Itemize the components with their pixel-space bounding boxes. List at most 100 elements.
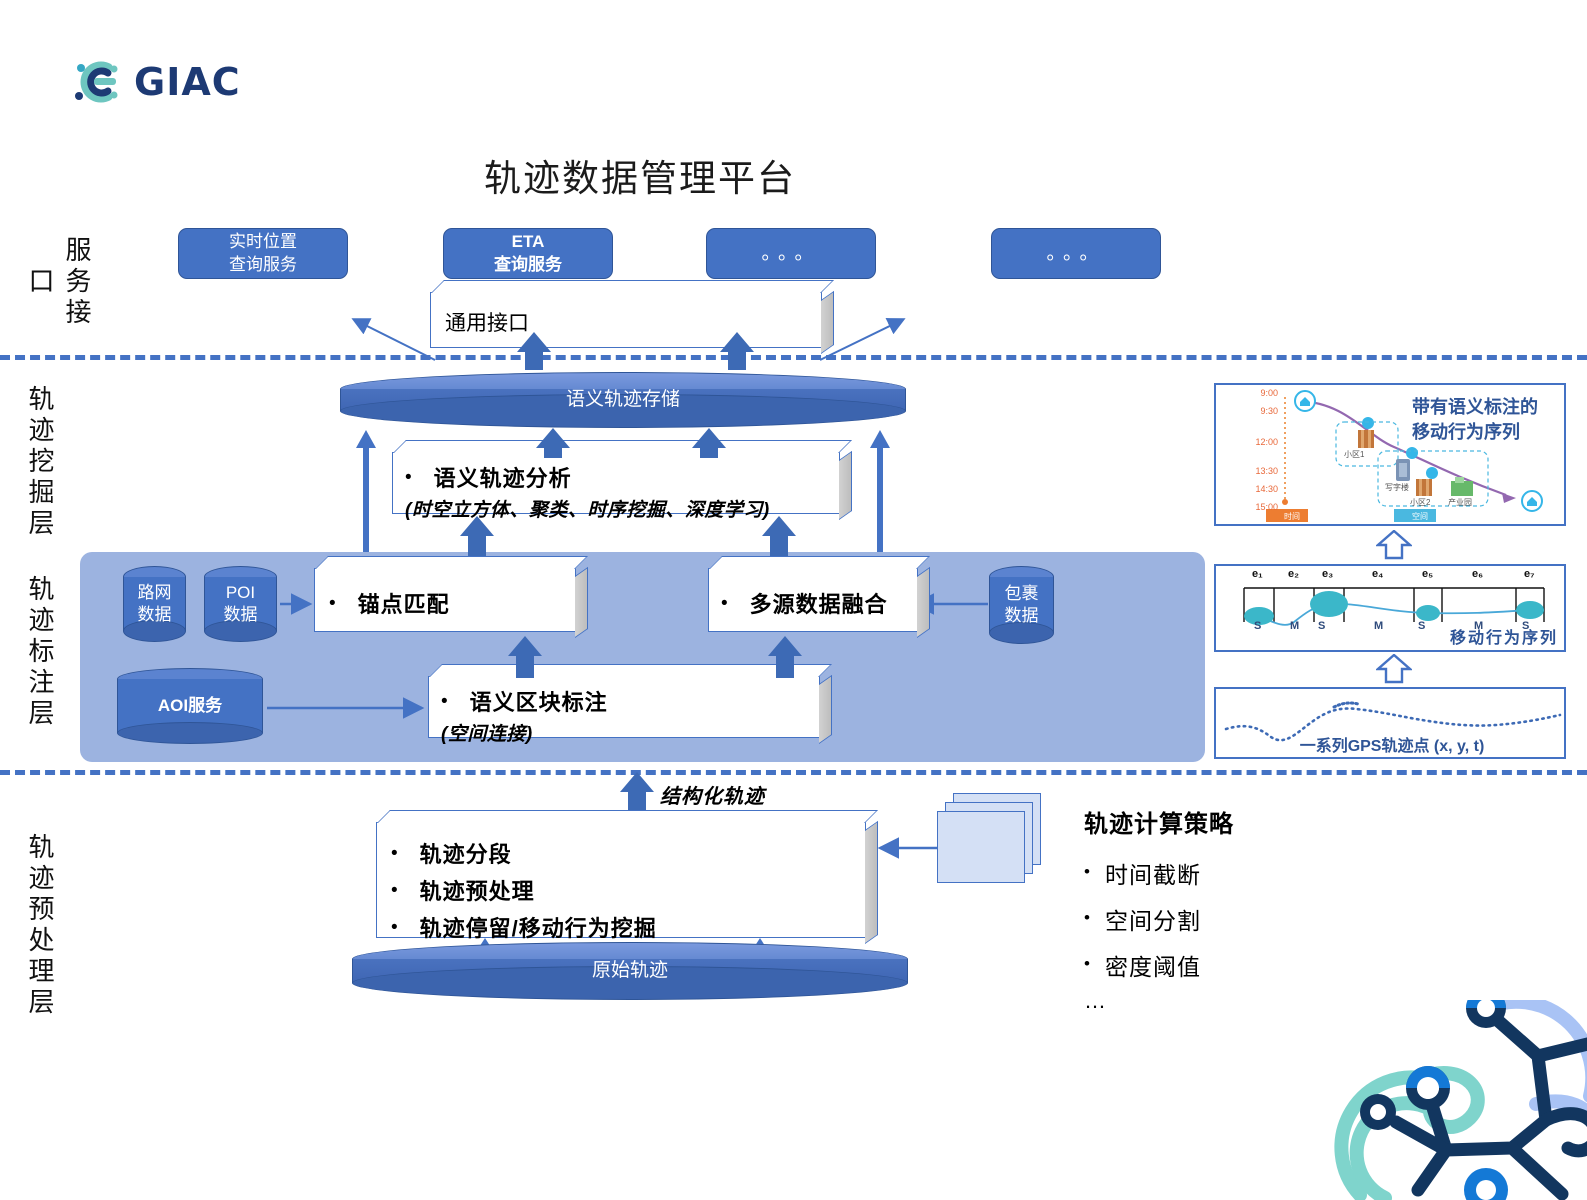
box-top-face <box>393 440 852 453</box>
cyl-line2: 数据 <box>1004 606 1039 625</box>
pill-line1: 。。。 <box>1046 242 1106 264</box>
brand-logo: GIAC <box>68 52 368 112</box>
arrow-structured-trajectory <box>620 772 654 816</box>
semantic-block-subtitle: (空间连接) <box>441 724 533 745</box>
bullet-dot: • <box>391 880 398 901</box>
service-arrows <box>351 318 906 361</box>
bullet-dot: • <box>1084 908 1091 927</box>
semantic-block-box[interactable]: • 语义区块标注 (空间连接) <box>428 664 832 745</box>
source-cylinder-aoi[interactable]: AOI服务 <box>117 668 263 744</box>
arrow-analysis-to-storage-2 <box>692 428 726 458</box>
layer-divider-annotate-preproc <box>0 770 1587 775</box>
bullet-dot: • <box>721 593 728 614</box>
pill-line1: 。。。 <box>761 242 821 264</box>
arrow-storage-to-interface-1 <box>517 332 551 370</box>
semantic-block-title: 语义区块标注 <box>469 690 608 715</box>
state-label-4: M <box>1374 620 1384 632</box>
strategy-list: • 时间截断 • 空间分割 • 密度阈值 … <box>1084 856 1344 1014</box>
box-top-face <box>709 556 930 569</box>
bullet-dot: • <box>441 691 448 712</box>
sidebar-item-preproc: 轨迹预处理层 <box>25 832 55 1019</box>
axis-time-label: 时间 <box>1284 512 1300 521</box>
strategy-card-front <box>937 811 1025 883</box>
gps-points-illustration: 一系列GPS轨迹点 (x, y, t) <box>1214 687 1566 759</box>
state-label-5: S <box>1418 620 1426 632</box>
sequence-state-labels: S M S M S M S <box>1216 620 1564 636</box>
box-top-face <box>315 556 588 569</box>
gps-card-caption: 一系列GPS轨迹点 (x, y, t) <box>1299 738 1485 755</box>
box-side-face <box>575 566 588 638</box>
semantic-storage-cylinder[interactable]: 语义轨迹存储 <box>340 372 906 428</box>
box-side-face <box>821 290 834 354</box>
event-label-6: e₆ <box>1472 568 1484 580</box>
sidebar-item-mining: 轨迹挖掘层 <box>25 384 55 540</box>
data-fusion-label: 多源数据融合 <box>749 592 888 617</box>
semantic-analysis-title: 语义轨迹分析 <box>433 466 572 491</box>
semantic-card-title: 带有语义标注的 移动行为序列 <box>1412 395 1538 445</box>
strategy-item-1: 时间截断 <box>1104 862 1201 888</box>
service-pill-more-1[interactable]: 。。。 <box>706 228 876 279</box>
structured-trajectory-label: 结构化轨迹 <box>660 786 765 808</box>
page-title: 轨迹数据管理平台 <box>484 158 796 199</box>
event-label-3: e₃ <box>1322 568 1334 580</box>
sidebar-item-service: 服务接口 <box>25 235 92 329</box>
network-decoration-icon <box>1334 1000 1587 1200</box>
semantic-storage-label: 语义轨迹存储 <box>565 388 680 410</box>
strategy-item-2: 空间分割 <box>1104 908 1201 934</box>
event-label-1: e₁ <box>1252 568 1263 580</box>
preprocess-task-1: 轨迹分段 <box>419 842 512 867</box>
semantic-time-ticks: 9:00 9:30 12:00 13:30 14:30 15:00 <box>1222 389 1278 512</box>
source-cylinder-parcel[interactable]: 包裹 数据 <box>989 566 1054 644</box>
bullet-dot: • <box>1084 862 1091 881</box>
service-pill-realtime[interactable]: 实时位置 查询服务 <box>178 228 348 279</box>
place-label-3: 小区2 <box>1410 498 1431 507</box>
arrow-analysis-to-storage-1 <box>536 428 570 458</box>
pill-line1: 实时位置 <box>229 232 297 252</box>
service-pill-more-2[interactable]: 。。。 <box>991 228 1161 279</box>
time-tick-2: 12:00 <box>1255 437 1278 447</box>
bullet-dot: • <box>329 593 336 614</box>
time-tick-1: 9:30 <box>1260 406 1278 416</box>
bullet-dot: • <box>405 467 412 488</box>
event-label-7: e₇ <box>1524 568 1535 580</box>
strategy-title: 轨迹计算策略 <box>1084 811 1234 838</box>
service-pill-eta[interactable]: ETA 查询服务 <box>443 228 613 279</box>
time-tick-5: 15:00 <box>1255 502 1278 512</box>
strategy-connector <box>877 837 938 859</box>
semantic-analysis-box[interactable]: • 语义轨迹分析 (时空立方体、聚类、时序挖掘、深度学习) <box>392 440 852 521</box>
general-interface-box[interactable]: 通用接口 <box>430 280 834 354</box>
anchor-match-box[interactable]: • 锚点匹配 <box>314 556 588 638</box>
box-top-face <box>431 280 834 293</box>
pill-line1: ETA <box>511 232 545 252</box>
semantic-analysis-subtitle: (时空立方体、聚类、时序挖掘、深度学习) <box>405 500 770 521</box>
behavior-sequence-illustration: e₁ e₂ e₃ e₄ e₅ e₆ e₇ S M S M S M S 移动行为序… <box>1214 564 1566 652</box>
raw-trajectory-cylinder[interactable]: 原始轨迹 <box>352 942 908 1000</box>
event-label-5: e₅ <box>1422 568 1434 580</box>
time-tick-0: 9:00 <box>1260 388 1278 398</box>
semantic-card-title-line1: 带有语义标注的 <box>1412 397 1538 417</box>
time-tick-3: 13:30 <box>1255 466 1278 476</box>
axis-space-label: 空间 <box>1412 512 1428 521</box>
box-top-face <box>377 810 878 823</box>
semantic-card-title-line2: 移动行为序列 <box>1412 422 1520 443</box>
arrow-anchor-to-storage <box>352 430 380 570</box>
arrow-storage-to-interface-2 <box>720 332 754 370</box>
state-label-2: M <box>1290 620 1300 632</box>
cyl-line1: 包裹 <box>1004 583 1039 603</box>
source-cylinder-poi[interactable]: POI 数据 <box>204 566 277 642</box>
place-label-2: 写字楼 <box>1385 483 1409 492</box>
source-cylinder-roadnet[interactable]: 路网 数据 <box>123 566 186 642</box>
place-label-1: 小区1 <box>1344 450 1365 459</box>
data-fusion-box[interactable]: • 多源数据融合 <box>708 556 930 638</box>
general-interface-label: 通用接口 <box>445 312 529 335</box>
place-label-4: 产业园 <box>1448 498 1472 507</box>
state-label-7: S <box>1522 620 1530 632</box>
box-side-face <box>819 674 832 744</box>
hollow-arrow-up-1 <box>1376 530 1412 560</box>
sequence-event-labels: e₁ e₂ e₃ e₄ e₅ e₆ e₇ <box>1216 568 1564 586</box>
cyl-line1: POI <box>225 582 256 602</box>
layer-divider-service-mining <box>0 355 1587 360</box>
cyl-line1: 路网 <box>137 582 172 602</box>
bullet-dot: • <box>1084 954 1091 973</box>
preprocess-box[interactable]: • 轨迹分段 • 轨迹预处理 • 轨迹停留/移动行为挖掘 <box>376 810 878 944</box>
